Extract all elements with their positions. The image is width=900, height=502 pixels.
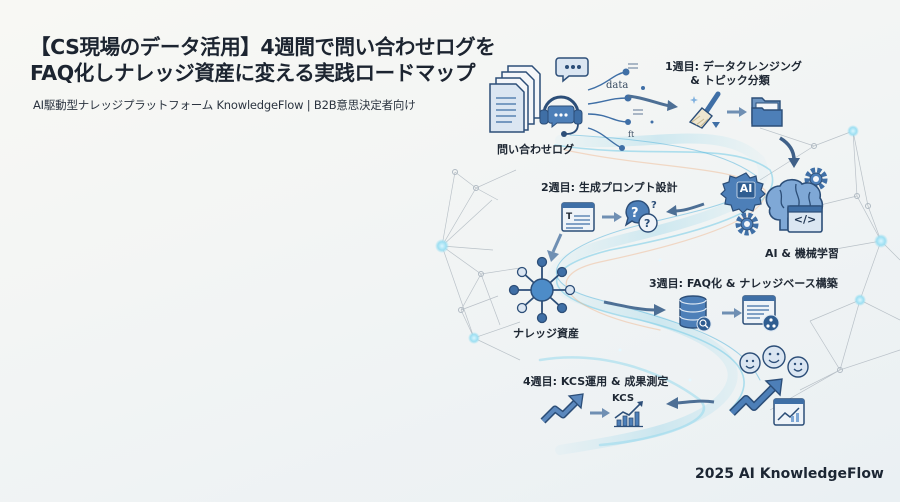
footer-brand: 2025 AI KnowledgeFlow xyxy=(695,466,884,482)
trend-up-arrow-icon xyxy=(729,378,783,416)
arrow-right-icon xyxy=(602,212,622,222)
knowledge-hub-label: ナレッジ資産 xyxy=(513,327,579,340)
page-title: 【CS現場のデータ活用】4週間で問い合わせログを FAQ化しナレッジ資産に変える… xyxy=(30,34,496,86)
step-2-label: 2週目: 生成プロンプト設計 xyxy=(541,181,678,194)
arrow-right-icon xyxy=(590,408,610,418)
ai-gear-icon xyxy=(720,172,766,214)
arrow-left-icon xyxy=(666,397,715,409)
kcs-chart-icon xyxy=(614,401,643,428)
broom-icon xyxy=(688,91,721,129)
arrow-right-icon xyxy=(722,308,742,318)
arrow-down-icon xyxy=(779,136,800,168)
trend-arrow-icon xyxy=(540,393,584,424)
data-stream xyxy=(587,63,654,151)
svg-text:?: ? xyxy=(651,200,657,211)
step-1-label: 1週目: データクレンジング & トピック分類 xyxy=(665,60,802,87)
data-word: data xyxy=(606,80,629,91)
arrow-down-left-icon xyxy=(547,233,563,262)
title-line-2: FAQ化しナレッジ資産に変える実践ロードマップ xyxy=(30,61,476,85)
svg-text:?: ? xyxy=(644,217,650,230)
text-window-icon: T xyxy=(561,202,595,232)
code-window-icon xyxy=(787,205,823,233)
knowledge-network-icon xyxy=(508,256,576,324)
network-nodes xyxy=(435,125,888,344)
arrow-right-icon xyxy=(627,94,678,111)
knowledge-base-window-icon xyxy=(742,295,780,332)
arrow-right-icon xyxy=(727,107,747,117)
headset-icon xyxy=(539,95,583,137)
network-lines-left xyxy=(441,169,521,361)
ai-badge: AI xyxy=(739,182,753,195)
database-search-icon xyxy=(679,295,712,332)
ai-hub-label: AI & 機械学習 xyxy=(765,247,839,260)
question-bubbles-icon: ? ? ? xyxy=(624,200,658,233)
documents-icon xyxy=(489,65,541,133)
folder-icon xyxy=(751,97,783,127)
source-label: 問い合わせログ xyxy=(497,143,574,156)
svg-text:T: T xyxy=(566,212,573,222)
gear-icon xyxy=(735,212,759,236)
arrow-left-icon xyxy=(666,202,705,216)
title-line-1: 【CS現場のデータ活用】4週間で問い合わせログを xyxy=(30,35,496,59)
step-3-label: 3週目: FAQ化 & ナレッジベース構築 xyxy=(649,277,838,290)
chat-bubble-icon xyxy=(555,57,589,83)
code-glyph: </> xyxy=(793,213,817,226)
data-word: ft xyxy=(628,130,635,139)
sparkles xyxy=(618,118,742,382)
kcs-text: KCS xyxy=(612,393,635,404)
smiley-faces-icon xyxy=(739,345,809,378)
svg-text:?: ? xyxy=(631,206,639,221)
subtitle: AI駆動型ナレッジプラットフォーム KnowledgeFlow | B2B意思決… xyxy=(33,98,416,112)
chart-window-icon xyxy=(773,398,805,426)
arrow-right-icon xyxy=(603,300,666,316)
step-4-label: 4週目: KCS運用 & 成果測定 xyxy=(523,375,669,388)
